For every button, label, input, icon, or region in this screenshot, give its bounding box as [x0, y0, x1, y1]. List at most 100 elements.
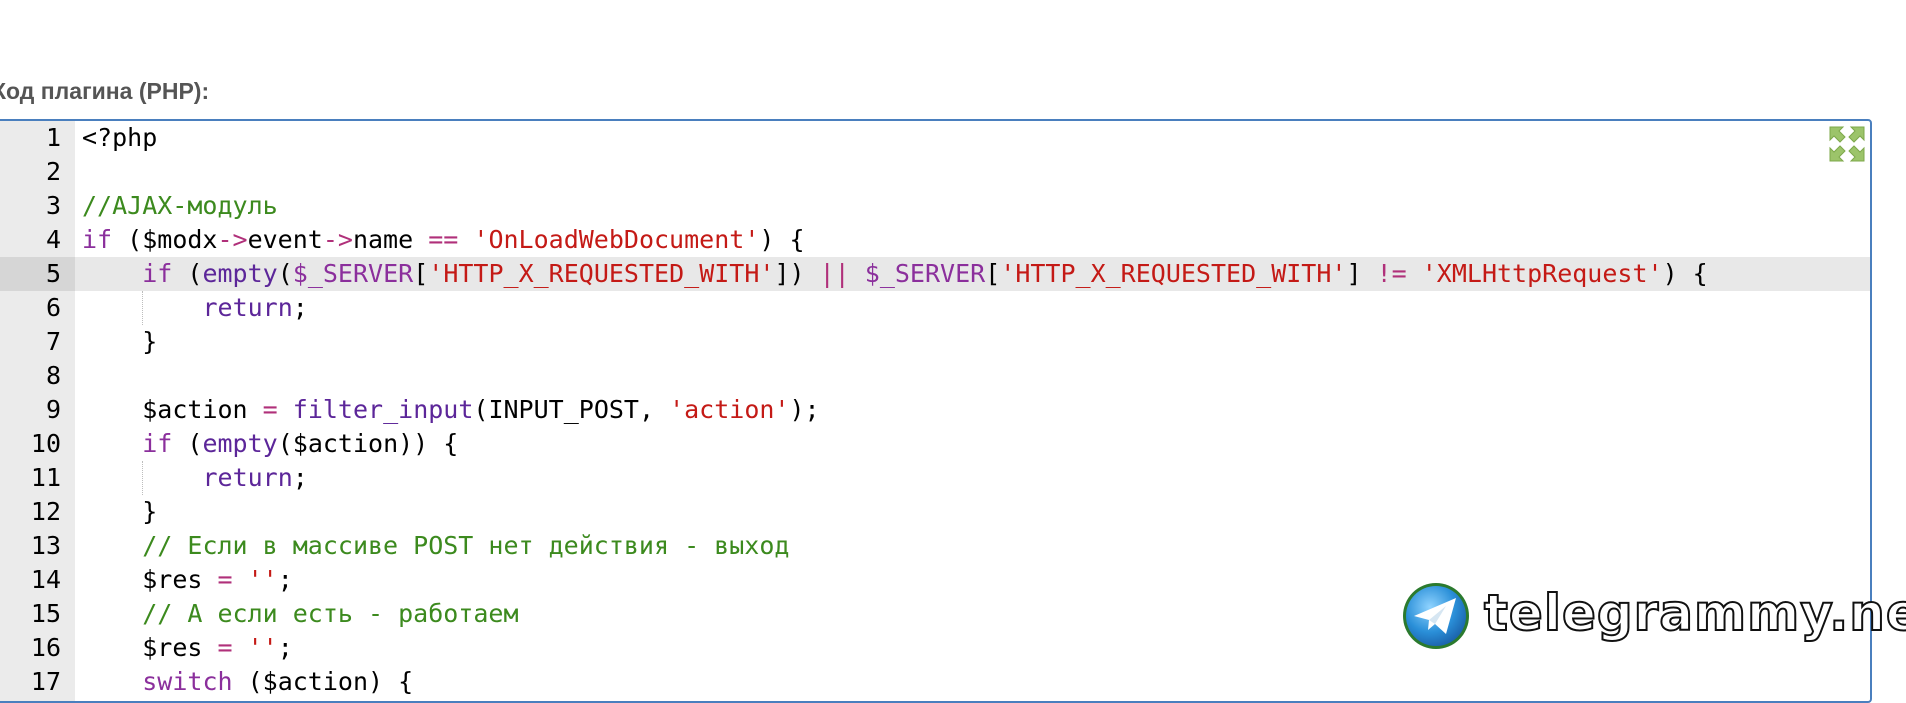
- code-token: $action: [142, 395, 263, 424]
- watermark-text: telegrammy.net: [1483, 583, 1906, 643]
- code-token: ($action) {: [232, 667, 414, 696]
- code-line[interactable]: 13 // Если в массиве POST нет действия - …: [0, 529, 1870, 563]
- plugin-code-label: Код плагина (PHP):: [0, 78, 210, 104]
- line-number: 2: [45, 157, 61, 186]
- code-line[interactable]: 9 $action = filter_input(INPUT_POST, 'act…: [0, 393, 1870, 427]
- line-number-gutter: [0, 121, 75, 701]
- fullscreen-toggle-icon[interactable]: [1828, 125, 1866, 163]
- line-number: 12: [30, 497, 61, 526]
- line-code: <?php: [82, 121, 157, 155]
- code-token: ->: [217, 225, 248, 254]
- code-token: ;: [292, 463, 308, 492]
- code-token: ;: [277, 633, 293, 662]
- line-code: // А если есть - работаем: [142, 597, 518, 631]
- line-code: // Если в массиве POST нет действия - вы…: [142, 529, 789, 563]
- code-token: ) {: [1662, 259, 1708, 288]
- line-code: //AJAX-модуль: [82, 189, 278, 223]
- code-token: ;: [277, 565, 293, 594]
- code-token: if: [142, 259, 173, 288]
- code-token: ->: [322, 225, 353, 254]
- code-token: [: [413, 259, 429, 288]
- code-token: }: [142, 327, 158, 356]
- code-token: <?php: [82, 123, 158, 152]
- code-line[interactable]: 15 // А если есть - работаем: [0, 597, 1870, 631]
- code-line[interactable]: 8: [0, 359, 1870, 393]
- code-line[interactable]: 1 <?php: [0, 121, 1870, 155]
- code-token: [458, 225, 473, 254]
- line-number: 17: [30, 667, 61, 696]
- code-token: $res: [142, 633, 218, 662]
- code-token: 'HTTP_X_REQUESTED_WITH': [1000, 259, 1347, 288]
- code-token: ) {: [759, 225, 805, 254]
- code-token: =: [262, 395, 278, 424]
- code-token: [233, 633, 248, 662]
- code-token: ]): [774, 259, 820, 288]
- code-token: if: [142, 429, 173, 458]
- line-code: return;: [202, 461, 307, 495]
- code-token: ($modx: [112, 225, 218, 254]
- code-line[interactable]: 4 if ($modx->event->name == 'OnLoadWebDoc…: [0, 223, 1870, 257]
- code-token: 'OnLoadWebDocument': [473, 225, 760, 254]
- code-token: =: [217, 565, 233, 594]
- line-number: 13: [30, 531, 61, 560]
- code-token: empty: [202, 259, 278, 288]
- line-number: 9: [45, 395, 61, 424]
- line-number: 3: [45, 191, 61, 220]
- code-token: '': [247, 633, 278, 662]
- code-token: ;: [292, 293, 308, 322]
- code-token: filter_input: [292, 395, 474, 424]
- code-token: 'HTTP_X_REQUESTED_WITH': [428, 259, 775, 288]
- line-code: }: [142, 325, 157, 359]
- code-token: $res: [142, 565, 218, 594]
- line-number: 8: [45, 361, 61, 390]
- code-token: (: [172, 259, 203, 288]
- code-token: [850, 259, 865, 288]
- code-line[interactable]: 16 $res = '';: [0, 631, 1870, 665]
- line-code: return;: [202, 291, 307, 325]
- line-number: 16: [30, 633, 61, 662]
- code-token: ]: [1346, 259, 1377, 288]
- code-token: return: [202, 463, 293, 492]
- line-number: 15: [30, 599, 61, 628]
- code-token: =: [217, 633, 233, 662]
- code-line[interactable]: 6 return;: [0, 291, 1870, 325]
- line-number: 5: [0, 257, 75, 291]
- code-line[interactable]: 2: [0, 155, 1870, 189]
- code-token: '': [247, 565, 278, 594]
- code-token: }: [142, 497, 158, 526]
- line-code: $res = '';: [142, 563, 293, 597]
- code-line[interactable]: 14 $res = '';: [0, 563, 1870, 597]
- line-number: 7: [45, 327, 61, 356]
- line-number: 4: [45, 225, 61, 254]
- line-code: }: [142, 495, 157, 529]
- code-token: ($action)) {: [277, 429, 459, 458]
- code-token: [1407, 259, 1422, 288]
- line-number: 6: [45, 293, 61, 322]
- line-number: 1: [45, 123, 61, 152]
- code-token: 'action': [669, 395, 790, 424]
- code-token: name: [352, 225, 429, 254]
- code-token: $_SERVER: [292, 259, 414, 288]
- line-code: switch ($action) {: [142, 665, 413, 699]
- code-line[interactable]: 3 //AJAX-модуль: [0, 189, 1870, 223]
- code-token: return: [202, 293, 293, 322]
- line-code: if (empty($_SERVER['HTTP_X_REQUESTED_WIT…: [142, 257, 1707, 291]
- code-token: (INPUT_POST,: [473, 395, 670, 424]
- code-token: if: [82, 225, 113, 254]
- code-token: ||: [819, 259, 850, 288]
- code-token: !=: [1376, 259, 1407, 288]
- line-number: 14: [30, 565, 61, 594]
- indent-guide: [142, 461, 144, 495]
- watermark: telegrammy.net: [1400, 580, 1906, 654]
- code-line[interactable]: 17 switch ($action) {: [0, 665, 1870, 699]
- code-line[interactable]: 7}: [0, 325, 1870, 359]
- code-token: event: [247, 225, 323, 254]
- code-line[interactable]: 12}: [0, 495, 1870, 529]
- code-token: // Если в массиве POST нет действия - вы…: [142, 531, 790, 560]
- line-code: if ($modx->event->name == 'OnLoadWebDocu…: [82, 223, 805, 257]
